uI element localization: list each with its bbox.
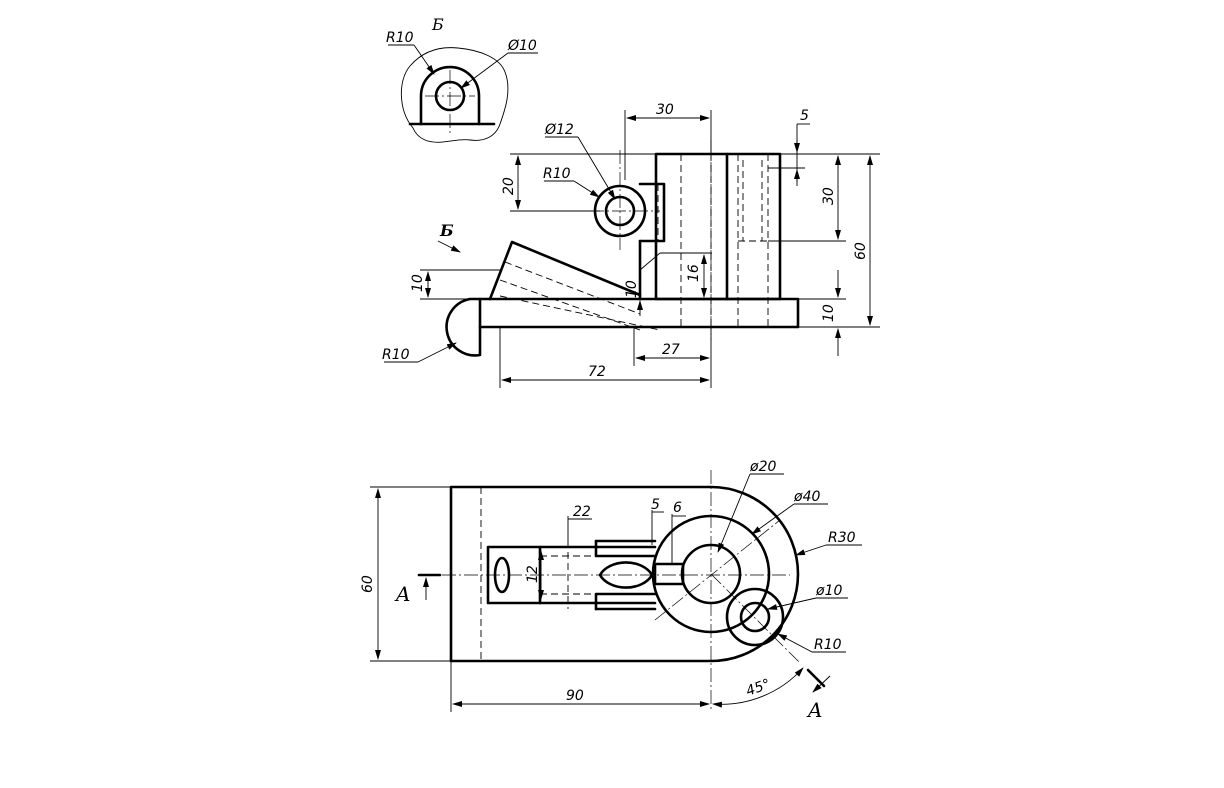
dim-16: 16 (686, 264, 702, 282)
dim-r30-leader (795, 544, 827, 556)
dim-r10-lug: R10 (543, 166, 571, 182)
detail-leader-r10-b (413, 44, 435, 75)
detail-dim-diameter: Ø10 (507, 38, 537, 54)
dim-12: 12 (525, 565, 541, 583)
detail-label: Б (431, 15, 444, 34)
dim-d10-leader (767, 597, 817, 610)
dim-d40-leader (751, 503, 795, 535)
dim-20: 20 (501, 177, 517, 195)
dim-27: 27 (662, 342, 680, 358)
dim-r10-left: R10 (382, 347, 410, 363)
arm-rib-upper (594, 539, 657, 558)
hidden-arm-2 (499, 295, 661, 331)
arm-slot (653, 562, 685, 586)
hidden-arm-3 (504, 261, 641, 315)
dim-5-top-view: 5 (651, 497, 660, 513)
dim-d40: ø40 (793, 489, 820, 505)
dim-10-left: 10 (410, 274, 426, 292)
front-view: 30 5 Ø12 R10 20 30 60 10 (382, 102, 880, 388)
top-view: A A ø20 ø40 R30 ø10 R10 22 5 6 (360, 459, 862, 722)
dim-r10-top: R10 (814, 637, 842, 653)
dim-r30: R30 (828, 530, 856, 546)
dim-45: 45° (744, 676, 773, 700)
vertical-boss (654, 152, 782, 301)
hidden-arm-1 (499, 279, 641, 331)
dim-30-right: 30 (821, 187, 837, 205)
section-b-label: Б (439, 221, 454, 240)
dim-d20: ø20 (749, 459, 776, 475)
arm-rib-lower (594, 592, 657, 611)
inclined-arm (488, 240, 642, 301)
dim-60-right: 60 (853, 242, 869, 260)
dim-16-diag (639, 252, 661, 271)
arm-body (538, 545, 657, 605)
top-plate-outline (449, 485, 800, 663)
section-a-right-stroke (806, 668, 826, 688)
dim-90: 90 (566, 688, 584, 704)
dim-72: 72 (588, 364, 606, 380)
section-a-right-arrow (812, 675, 831, 693)
dim-d10: ø10 (815, 583, 842, 599)
dim-5-top: 5 (800, 108, 809, 124)
section-a-right: A (806, 698, 822, 722)
top-center-diag (710, 573, 801, 664)
base-plate (478, 297, 800, 329)
dim-r10-top-leader (777, 633, 813, 653)
top-center-diag-2 (654, 519, 781, 621)
dim-d12-leader (577, 136, 616, 200)
dim-d12: Ø12 (544, 122, 574, 138)
dim-45-arc (712, 667, 804, 708)
dim-6: 6 (673, 500, 682, 516)
left-rounded-end (445, 297, 482, 357)
detail-view-b: Б R10 Ø10 (386, 15, 538, 143)
dim-10-right: 10 (821, 304, 837, 322)
detail-lug-outline (419, 65, 481, 126)
dim-r10-leader (573, 180, 600, 198)
dim-r10l-leader (417, 342, 457, 363)
dim-d20-leader (717, 473, 751, 553)
small-hole-d10 (739, 601, 771, 633)
lug-outline (638, 182, 666, 243)
detail-dim-radius: R10 (386, 30, 414, 46)
dim-60-top-view: 60 (360, 575, 376, 593)
dim-22: 22 (573, 504, 591, 520)
small-lug-outer (725, 587, 785, 647)
dim-30-top: 30 (656, 102, 674, 118)
detail-break-outline (400, 47, 509, 143)
section-b-arrow (437, 240, 461, 253)
detail-leader-d10-b (460, 52, 509, 89)
section-a-left: A (394, 582, 410, 606)
dim-10-inner: 10 (624, 280, 640, 298)
